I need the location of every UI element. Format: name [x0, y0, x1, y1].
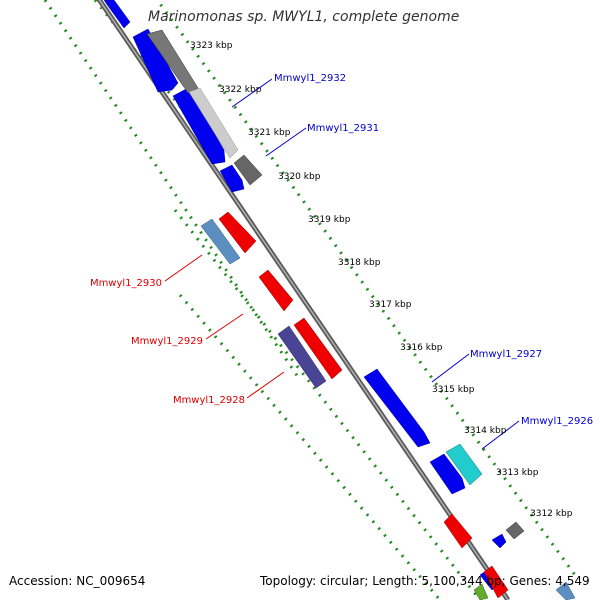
- tick-label: 3320 kbp: [278, 172, 321, 182]
- genome-title: Marinomonas sp. MWYL1, complete genome: [148, 9, 460, 25]
- tick-label: 3313 kbp: [496, 468, 539, 478]
- gene-arrow[interactable]: [146, 29, 199, 94]
- gene-arrow[interactable]: [555, 581, 576, 600]
- gene-arrow[interactable]: [491, 533, 507, 549]
- gene-arrow[interactable]: [293, 317, 343, 380]
- gene-arrow[interactable]: [219, 164, 245, 193]
- gene-arrow[interactable]: [218, 211, 257, 254]
- reverse-ruler-line: [173, 209, 482, 600]
- gene-arrow[interactable]: [200, 218, 241, 265]
- gene-arrow[interactable]: [363, 368, 431, 448]
- outer-ruler-line: [155, 0, 577, 576]
- gene-arrow[interactable]: [445, 443, 483, 486]
- backbone-highlight: [98, 0, 509, 600]
- tick-label: 3315 kbp: [432, 385, 475, 395]
- tick-label: 3319 kbp: [308, 215, 351, 225]
- tick-label: 3316 kbp: [400, 343, 443, 353]
- gene-arrow[interactable]: [103, 0, 131, 29]
- gene-label[interactable]: Mmwyl1_2926: [521, 416, 593, 427]
- tick-label: 3321 kbp: [248, 128, 291, 138]
- tick-label: 3322 kbp: [219, 85, 262, 95]
- tick-labels: 3323 kbp 3322 kbp 3321 kbp 3320 kbp 3319…: [190, 41, 573, 519]
- gene-label[interactable]: Mmwyl1_2931: [307, 123, 379, 134]
- tick-label: 3317 kbp: [369, 300, 412, 310]
- gene-arrow[interactable]: [258, 269, 294, 312]
- gene-label[interactable]: Mmwyl1_2928: [173, 395, 245, 406]
- tick-label: 3312 kbp: [530, 509, 573, 519]
- gene-label[interactable]: Mmwyl1_2932: [274, 73, 346, 84]
- gene-arrow[interactable]: [233, 154, 263, 186]
- gene-label[interactable]: Mmwyl1_2929: [131, 336, 203, 347]
- gene-leaders: [164, 78, 520, 450]
- tick-label: 3323 kbp: [190, 41, 233, 51]
- lower-ruler-line: [178, 294, 442, 600]
- genome-summary-text: Topology: circular; Length: 5,100,344 bp…: [260, 574, 590, 588]
- gene-arrow[interactable]: [429, 453, 466, 495]
- tick-label: 3314 kbp: [464, 426, 507, 436]
- accession-text: Accession: NC_009654: [9, 574, 146, 588]
- reverse-features: [200, 211, 576, 600]
- gene-labels: Mmwyl1_2932 Mmwyl1_2931 Mmwyl1_2930 Mmwy…: [90, 73, 593, 427]
- gene-arrow[interactable]: [188, 87, 239, 159]
- gene-arrow[interactable]: [483, 565, 509, 599]
- tick-label: 3318 kbp: [338, 258, 381, 268]
- forward-features: [103, 0, 507, 591]
- gene-arrow[interactable]: [132, 28, 179, 93]
- gene-arrow[interactable]: [505, 521, 525, 540]
- grey-features: [146, 29, 525, 540]
- gene-label[interactable]: Mmwyl1_2930: [90, 278, 162, 289]
- gene-arrow[interactable]: [473, 583, 489, 600]
- gene-label[interactable]: Mmwyl1_2927: [470, 349, 542, 360]
- gene-arrow[interactable]: [443, 513, 473, 549]
- gene-arrow[interactable]: [277, 325, 327, 389]
